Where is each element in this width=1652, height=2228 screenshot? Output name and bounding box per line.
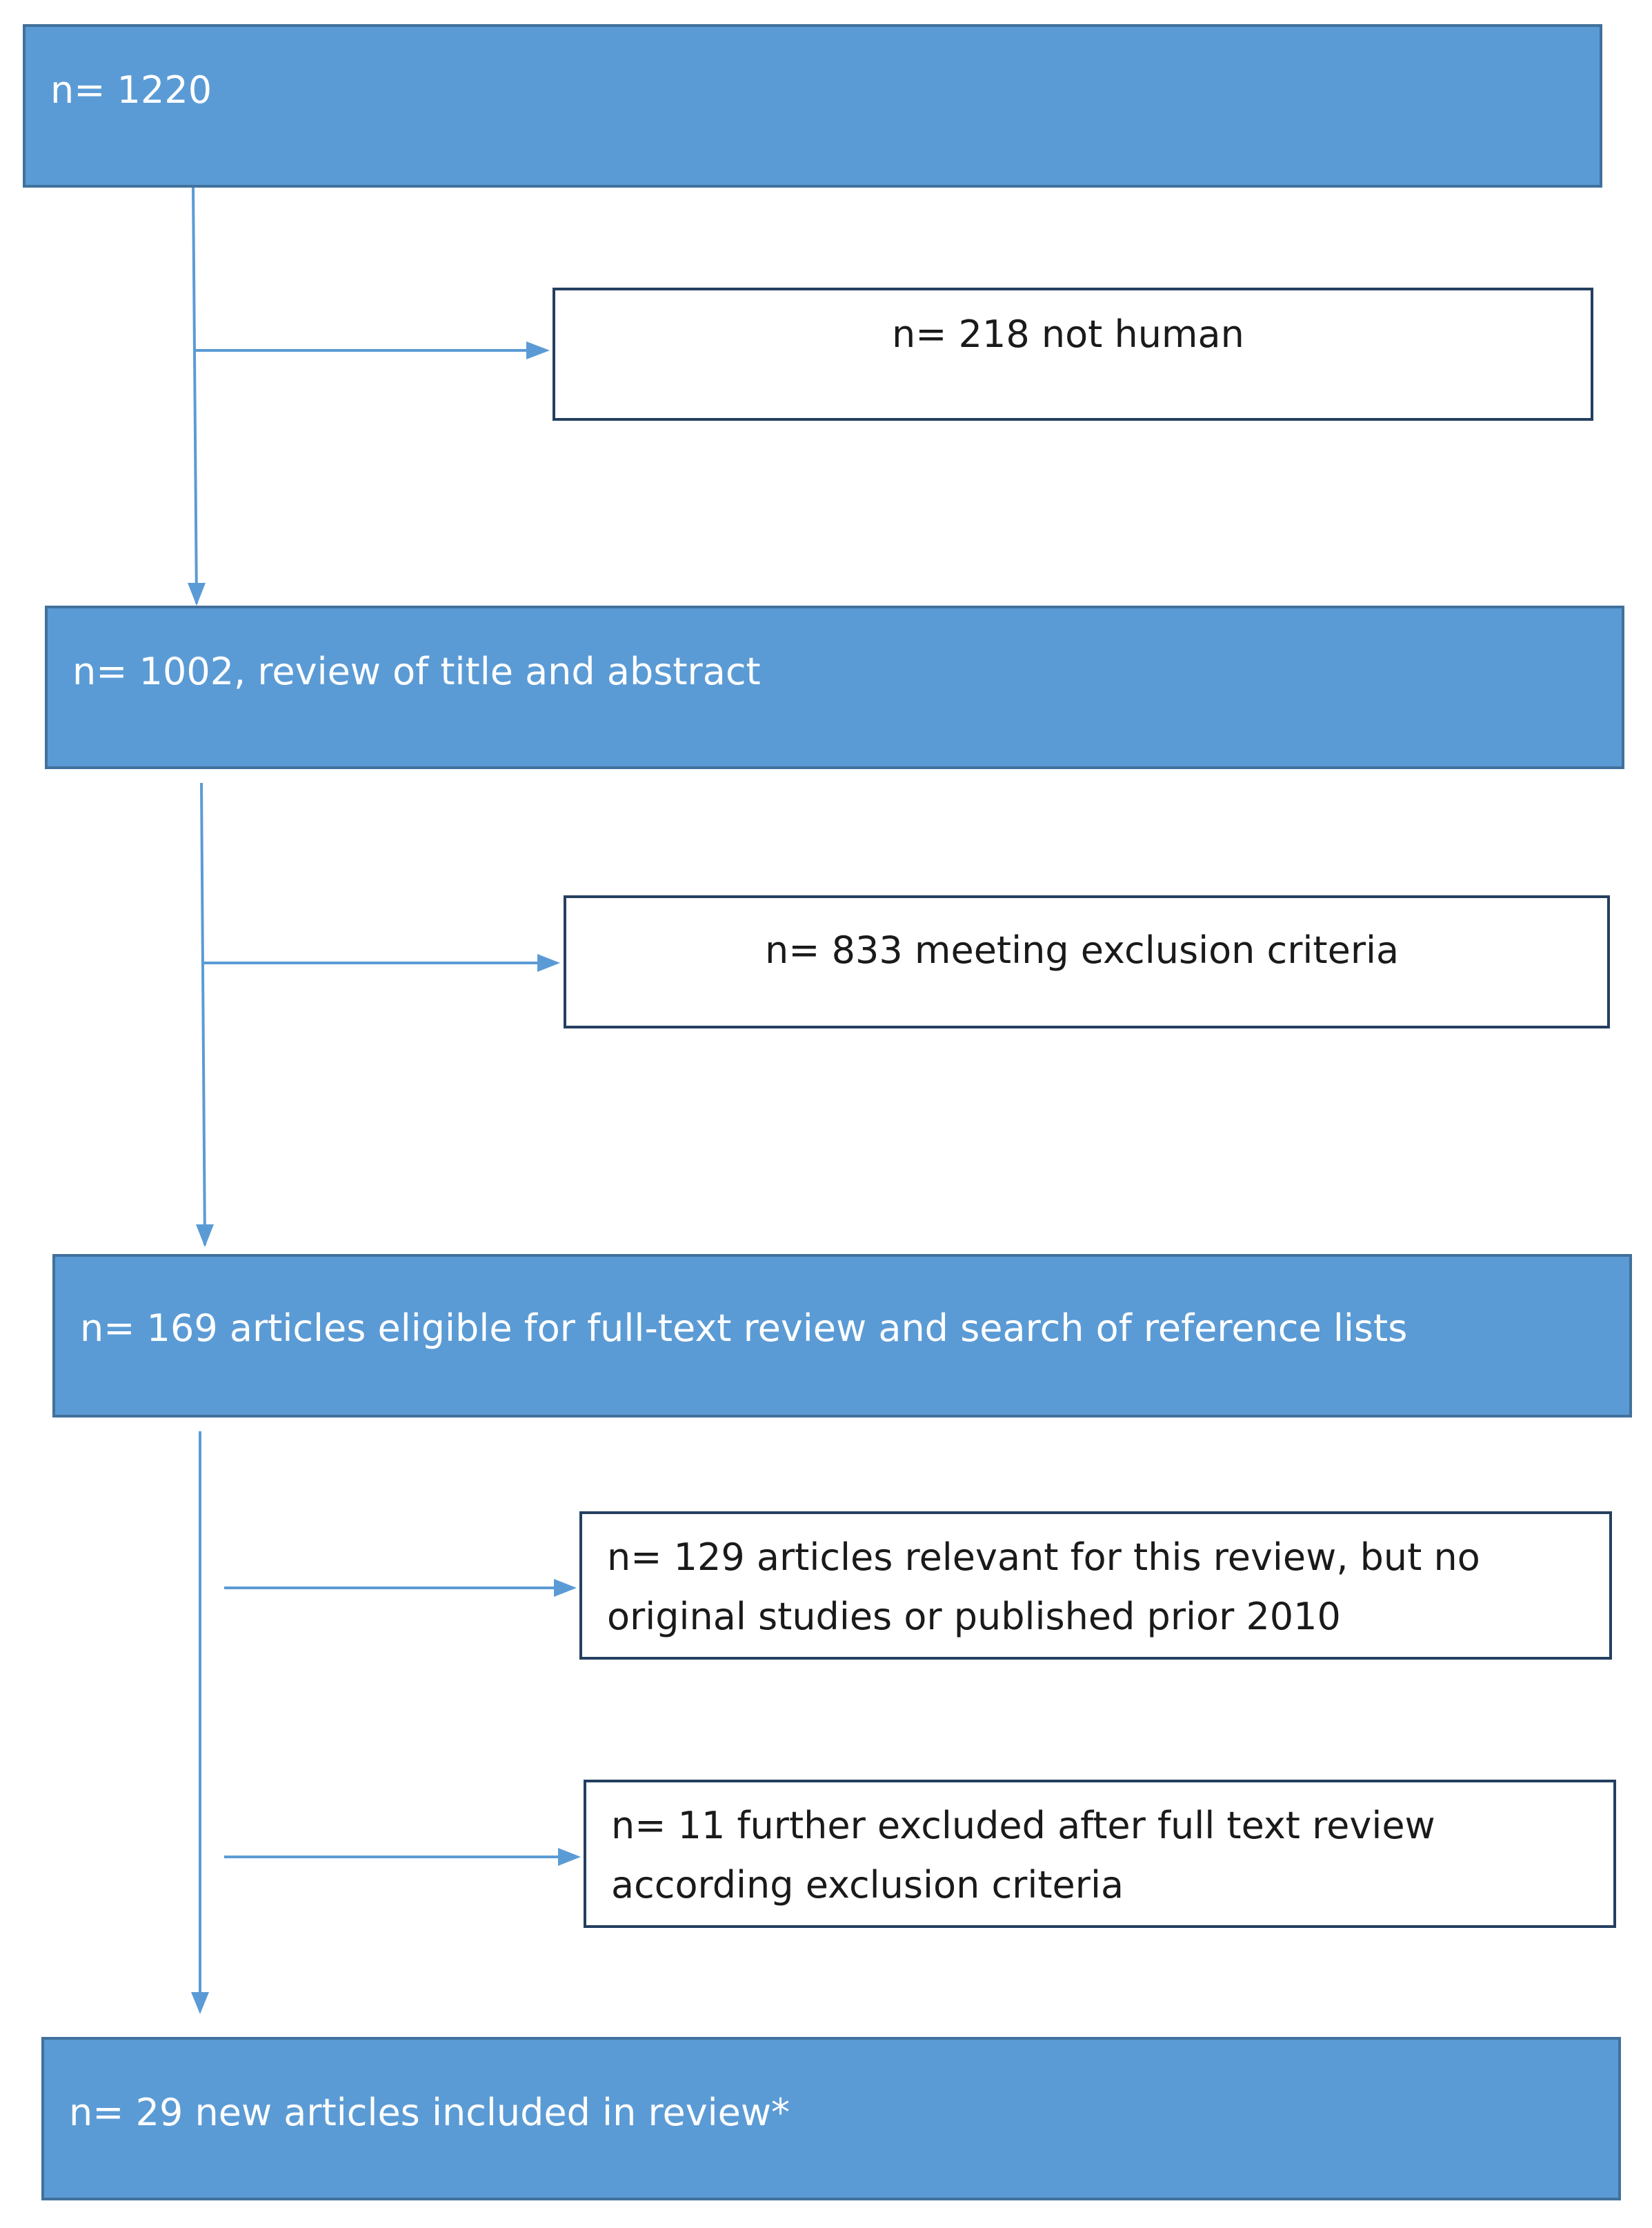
exclusion-box-full-text-excluded-label: n= 11 further excluded after full text r… — [611, 1804, 1435, 1907]
flow-box-records-identified-label: n= 1220 — [50, 68, 212, 112]
arrowhead-down-3 — [191, 1992, 209, 2014]
connector-vertical-1 — [192, 186, 198, 604]
flow-box-title-abstract-review: n= 1002, review of title and abstract — [45, 606, 1624, 769]
flow-box-records-identified: n= 1220 — [23, 24, 1602, 188]
exclusion-box-criteria-label: n= 833 meeting exclusion criteria — [765, 928, 1400, 972]
exclusion-box-not-original: n= 129 articles relevant for this review… — [579, 1511, 1612, 1660]
arrowhead-down-2 — [196, 1224, 214, 1247]
flow-box-included-articles: n= 29 new articles included in review* — [41, 2037, 1621, 2200]
arrowhead-right-1 — [526, 341, 550, 359]
arrowhead-right-4 — [558, 1848, 581, 1866]
arrowhead-right-2 — [537, 954, 560, 972]
exclusion-box-not-original-label: n= 129 articles relevant for this review… — [607, 1535, 1480, 1638]
arrowhead-right-3 — [554, 1579, 577, 1597]
connector-vertical-2 — [200, 782, 206, 1246]
exclusion-box-full-text-excluded: n= 11 further excluded after full text r… — [584, 1780, 1616, 1928]
arrowhead-down-1 — [188, 583, 206, 606]
flow-box-full-text-eligible: n= 169 articles eligible for full-text r… — [52, 1254, 1632, 1418]
flow-box-title-abstract-review-label: n= 1002, review of title and abstract — [72, 650, 761, 693]
exclusion-box-not-human: n= 218 not human — [553, 288, 1593, 421]
flow-box-included-articles-label: n= 29 new articles included in review* — [69, 2091, 790, 2134]
exclusion-box-not-human-label: n= 218 not human — [892, 312, 1244, 356]
flow-box-full-text-eligible-label: n= 169 articles eligible for full-text r… — [80, 1306, 1408, 1350]
exclusion-box-criteria: n= 833 meeting exclusion criteria — [564, 895, 1610, 1028]
